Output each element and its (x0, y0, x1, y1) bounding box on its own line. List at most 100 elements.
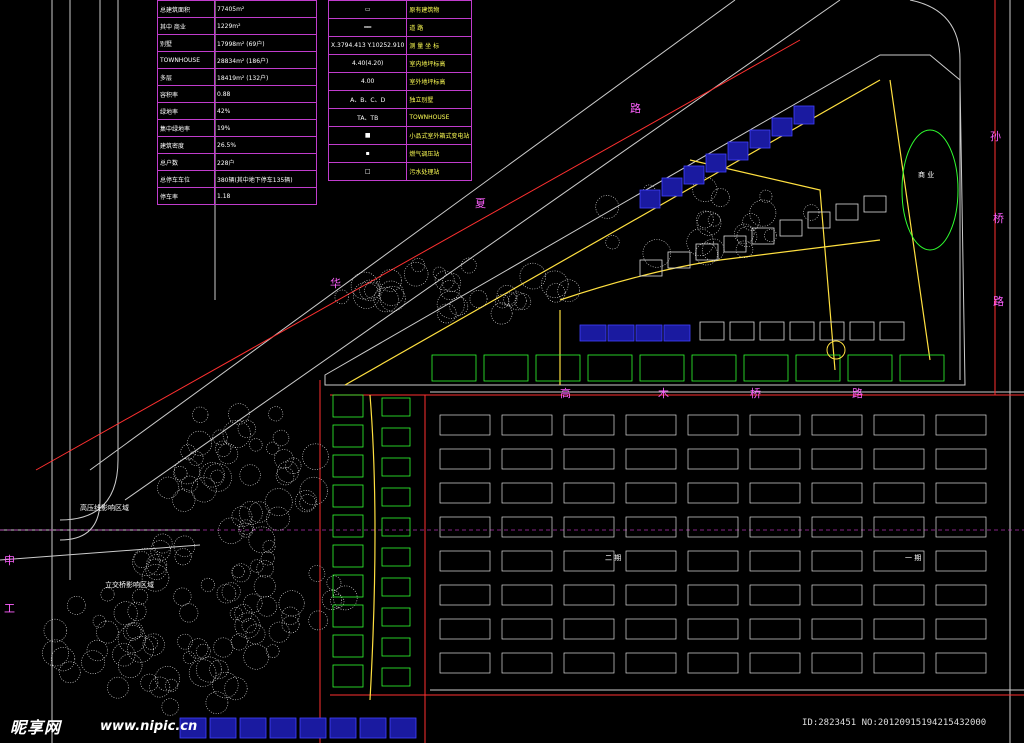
tree-canopy (490, 302, 513, 325)
legend-label: TOWNHOUSE (406, 108, 473, 127)
tree-canopy (100, 587, 115, 602)
roundabout (826, 340, 846, 360)
tree-canopy (281, 606, 300, 625)
tree-canopy (248, 501, 270, 523)
tree-canopy (195, 656, 222, 683)
townhouse (749, 129, 771, 149)
villa-west (332, 634, 364, 658)
villa-row (639, 354, 685, 382)
tree-canopy (182, 651, 196, 664)
legend-symbol: TA、TB (327, 108, 408, 127)
tree-clusters (42, 177, 820, 716)
stats-key: 绿地率 (157, 102, 215, 120)
existing-block (687, 516, 739, 538)
tree-canopy (132, 547, 161, 576)
existing-block (439, 516, 491, 538)
existing-block (687, 482, 739, 504)
villa-mid (779, 219, 803, 237)
road-label-gao: 高 (560, 387, 571, 400)
villa-west (332, 574, 364, 598)
townhouse (607, 324, 635, 342)
existing-block (935, 414, 987, 436)
legend-symbol: A、B、C、D (327, 90, 408, 109)
existing-block (811, 652, 863, 674)
existing-block (687, 652, 739, 674)
tree-canopy (701, 238, 725, 262)
legend-row: ▪燃气调压站 (327, 144, 473, 163)
tree-canopy (326, 575, 342, 591)
tree-canopy (188, 450, 204, 466)
tree-canopy (352, 281, 380, 309)
stats-key: 总户数 (157, 153, 215, 171)
tree-canopy (514, 293, 532, 310)
tree-canopy (711, 188, 730, 208)
existing-block (625, 652, 677, 674)
existing-block (811, 448, 863, 470)
stats-value: 42% (214, 102, 317, 120)
tree-canopy (249, 438, 263, 452)
tree-canopy (260, 551, 275, 566)
legend-label: 独立别墅 (406, 90, 473, 109)
road-label-shen: 申 (4, 554, 15, 567)
existing-block (873, 550, 925, 572)
tree-canopy (695, 242, 718, 266)
tree-canopy (256, 560, 274, 578)
villa-west (381, 487, 411, 507)
legend-row: ══道 路 (327, 18, 473, 37)
tree-canopy (228, 403, 250, 425)
townhouse (793, 105, 815, 125)
tree-canopy (245, 624, 266, 645)
tree-canopy (161, 698, 179, 716)
road-label-qiao2: 桥 (750, 387, 761, 400)
tree-canopy (735, 240, 754, 259)
townhouse (663, 324, 691, 342)
stats-value: 380辆(其中地下停车135辆) (214, 170, 317, 188)
villa-mid (879, 321, 905, 341)
tree-canopy (264, 488, 293, 517)
tree-canopy (127, 601, 147, 621)
townhouse (683, 165, 705, 185)
villa-west (381, 667, 411, 687)
tree-canopy (113, 601, 138, 626)
stats-value: 17998m² (69户) (214, 34, 317, 52)
tree-canopy (273, 449, 294, 469)
tree-canopy (411, 257, 426, 272)
tree-canopy (231, 563, 251, 583)
villa-row (535, 354, 581, 382)
tree-canopy (707, 213, 721, 227)
tree-canopy (330, 594, 345, 609)
tree-canopy (557, 279, 581, 303)
tree-canopy (268, 406, 284, 422)
road-label-sun: 孙 (990, 130, 1001, 143)
tree-canopy (177, 633, 193, 650)
villa-west (381, 547, 411, 567)
tree-canopy (157, 476, 180, 499)
existing-block (811, 482, 863, 504)
stats-value: 1.18 (214, 187, 317, 205)
watermark-id: ID:2823451 NO:20120915194215432000 (802, 718, 987, 728)
zone-label-hv: 高压线影响区域 (80, 504, 129, 512)
tree-canopy (321, 589, 342, 610)
road-diag-1 (124, 0, 841, 501)
villa-mid (849, 321, 875, 341)
tree-canopy (173, 535, 196, 557)
existing-block (935, 516, 987, 538)
tree-canopy (142, 633, 165, 656)
tree-canopy (285, 457, 302, 474)
existing-block (563, 652, 615, 674)
tree-canopy (265, 644, 280, 658)
tree-canopy (42, 639, 69, 667)
tree-canopy (696, 211, 722, 236)
stats-value: 18419m² (132户) (214, 68, 317, 86)
legend-label: 道 路 (406, 18, 473, 37)
existing-block (501, 584, 553, 606)
tree-canopy (379, 269, 402, 292)
tree-canopy (763, 229, 777, 243)
